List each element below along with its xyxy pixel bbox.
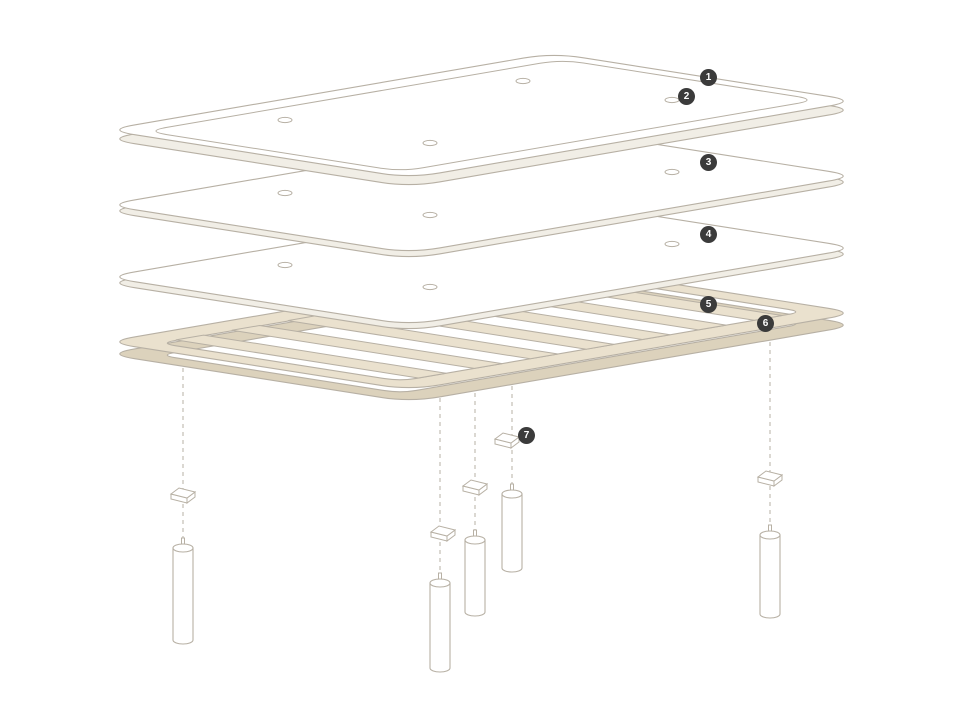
vent-hole: [515, 77, 531, 85]
vent-hole: [664, 240, 680, 248]
callout-badge-3: 3: [700, 154, 717, 171]
vent-hole: [422, 211, 438, 219]
legs: [172, 483, 781, 673]
frame-slat: [231, 324, 503, 369]
stitch-border-line: [155, 60, 808, 171]
leg-bracket: [493, 432, 521, 449]
callout-badge-4: 4: [700, 226, 717, 243]
frame-slat: [287, 315, 559, 360]
leg: [429, 572, 451, 673]
frame-slat: [175, 334, 447, 379]
support-foam-layer: [119, 201, 844, 330]
alignment-guides: [182, 342, 771, 580]
leg-bracket: [756, 470, 784, 487]
callout-badge-6: 6: [757, 315, 774, 332]
vent-hole: [422, 283, 438, 291]
vent-hole: [422, 139, 438, 147]
leg-brackets: [169, 432, 784, 542]
leg-bracket: [461, 479, 489, 496]
top-cover-layer: [119, 54, 844, 186]
vent-hole: [277, 116, 293, 124]
leg: [759, 524, 781, 619]
leg-bracket: [429, 525, 457, 542]
vent-hole: [664, 168, 680, 176]
callout-badge-1: 1: [700, 69, 717, 86]
vent-hole: [277, 261, 293, 269]
callout-badge-5: 5: [700, 296, 717, 313]
leg-bracket: [169, 487, 197, 504]
vent-hole: [277, 189, 293, 197]
vent-hole: [664, 96, 680, 104]
leg: [501, 483, 523, 573]
leg: [464, 529, 486, 617]
callout-badge-7: 7: [518, 427, 535, 444]
callout-badge-2: 2: [678, 88, 695, 105]
leg: [172, 537, 194, 645]
